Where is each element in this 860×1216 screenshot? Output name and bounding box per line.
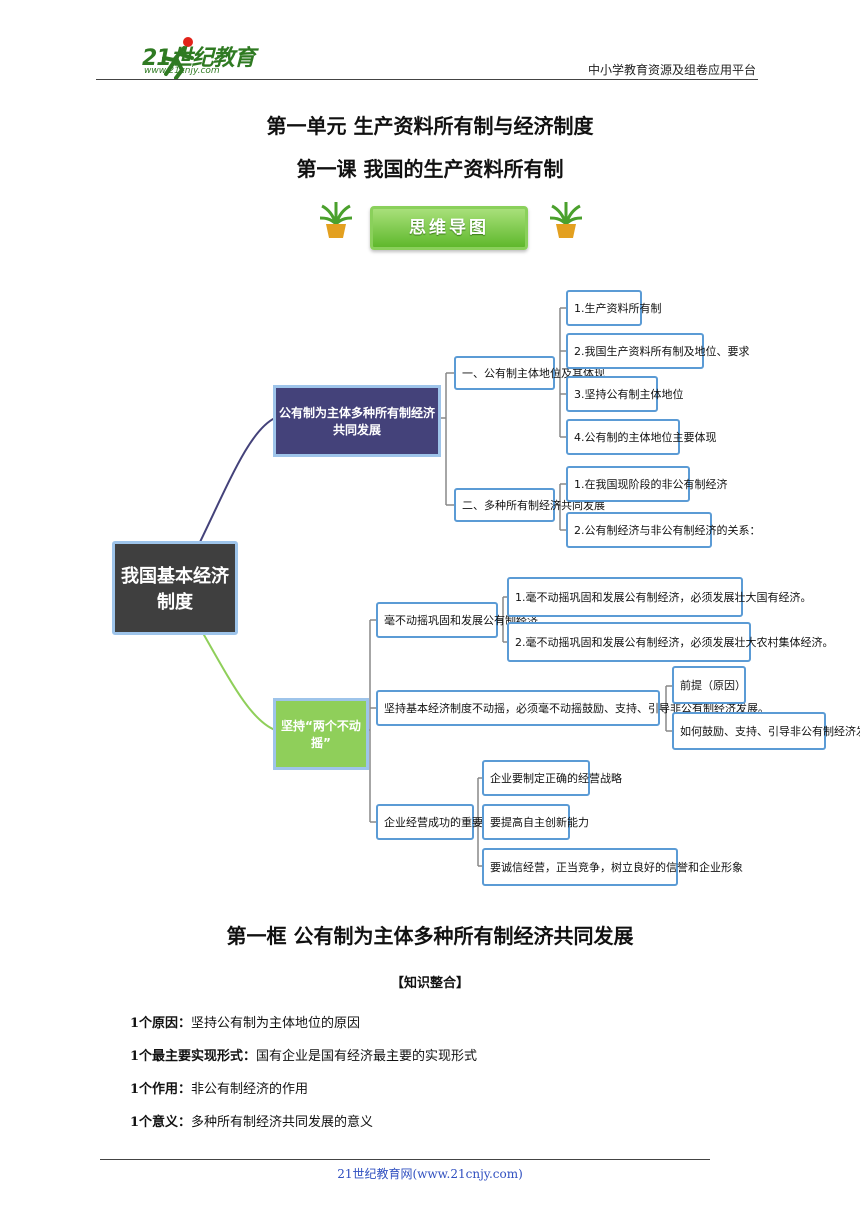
mindmap-node: 前提（原因） xyxy=(672,666,746,704)
potted-plant-icon xyxy=(549,202,583,238)
header-tagline: 中小学教育资源及组卷应用平台 xyxy=(587,63,756,77)
mindmap-banner: 思维导图 xyxy=(370,206,528,250)
mindmap-root: 我国基本经济制度 xyxy=(112,541,238,635)
mindmap-branch-two-unwavering: 坚持“两个不动摇” xyxy=(273,698,369,770)
logo-url: www.21cnjy.com xyxy=(144,66,220,76)
header-divider xyxy=(96,79,758,80)
mindmap-node: 1.毫不动摇巩固和发展公有制经济，必须发展壮大国有经济。 xyxy=(507,577,812,617)
knowledge-point: 1个作用：非公有制经济的作用 xyxy=(130,1082,309,1097)
mindmap-node: 要诚信经营，正当竞争，树立良好的信誉和企业形象 xyxy=(482,848,743,886)
footer-divider xyxy=(100,1159,710,1160)
mindmap-node: 企业经营成功的重要因素 xyxy=(376,804,505,840)
lesson-title: 第一课 我国的生产资料所有制 xyxy=(296,157,564,181)
mindmap-node: 2.公有制经济与非公有制经济的关系： xyxy=(566,512,761,548)
logo-text: 21世纪教育 xyxy=(142,46,256,71)
mindmap-node: 如何鼓励、支持、引导非公有制经济发展 xyxy=(672,712,860,750)
mindmap-node: 毫不动摇巩固和发展公有制经济 xyxy=(376,602,538,638)
logo-runner-icon xyxy=(162,37,194,80)
frame-title: 第一框 公有制为主体多种所有制经济共同发展 xyxy=(226,924,634,948)
mindmap-node: 1.在我国现阶段的非公有制经济 xyxy=(566,466,728,502)
mindmap-node: 2.我国生产资料所有制及地位、要求 xyxy=(566,333,750,369)
unit-title: 第一单元 生产资料所有制与经济制度 xyxy=(266,114,594,138)
mindmap-node: 1.生产资料所有制 xyxy=(566,290,662,326)
mindmap-node: 坚持基本经济制度不动摇，必须毫不动摇鼓励、支持、引导非公有制经济发展。 xyxy=(376,690,769,726)
mindmap-connectors xyxy=(199,307,672,867)
mindmap-node: 2.毫不动摇巩固和发展公有制经济，必须发展壮大农村集体经济。 xyxy=(507,622,834,662)
potted-plant-icon xyxy=(319,202,353,238)
mindmap-node: 4.公有制的主体地位主要体现 xyxy=(566,419,717,455)
footer-link[interactable]: 21世纪教育网(www.21cnjy.com) xyxy=(337,1167,523,1181)
mindmap-node: 一、公有制主体地位及其体现 xyxy=(454,356,605,390)
mindmap-node: 企业要制定正确的经营战略 xyxy=(482,760,622,796)
mindmap-branch-public-ownership: 公有制为主体多种所有制经济共同发展 xyxy=(273,385,441,457)
mindmap-node: 要提高自主创新能力 xyxy=(482,804,589,840)
knowledge-point: 1个最主要实现形式：国有企业是国有经济最主要的实现形式 xyxy=(130,1049,478,1064)
section-heading: 【知识整合】 xyxy=(390,976,469,991)
knowledge-point: 1个原因：坚持公有制为主体地位的原因 xyxy=(130,1016,361,1031)
mindmap-node: 3.坚持公有制主体地位 xyxy=(566,376,684,412)
knowledge-point: 1个意义：多种所有制经济共同发展的意义 xyxy=(130,1115,374,1130)
mindmap-node: 二、多种所有制经济共同发展 xyxy=(454,488,605,522)
